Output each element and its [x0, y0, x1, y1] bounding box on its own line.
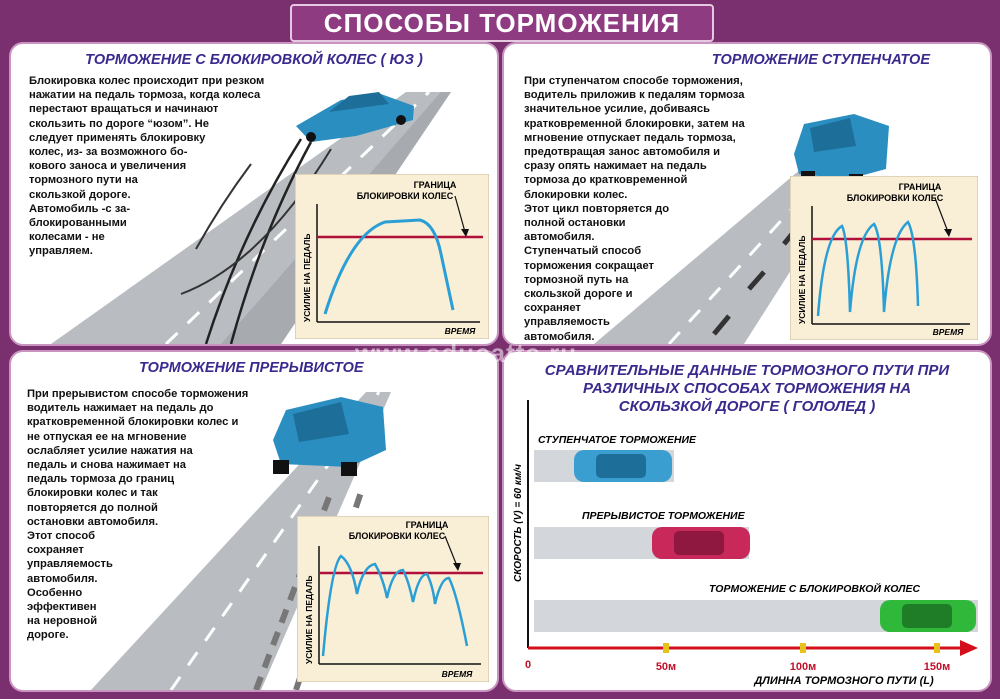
- car-icon: [296, 92, 414, 142]
- tick-150m: 150м: [924, 661, 951, 673]
- panel-title: ТОРМОЖЕНИЕ ПРЕРЫВИСТОЕ: [139, 360, 364, 376]
- y-axis-label: УСИЛИЕ НА ПЕДАЛЬ: [302, 234, 312, 322]
- panel-comparison: СРАВНИТЕЛЬНЫЕ ДАННЫЕ ТОРМОЗНОГО ПУТИ ПРИ…: [502, 350, 992, 692]
- bar-label-pulse: ПРЕРЫВИСТОЕ ТОРМОЖЕНИЕ: [582, 510, 746, 522]
- bar-label-lock: ТОРМОЖЕНИЕ С БЛОКИРОВКОЙ КОЛЕС: [709, 582, 920, 595]
- car-icon: [273, 397, 386, 476]
- pedal-force-graph: ГРАНИЦА БЛОКИРОВКИ КОЛЕС УСИЛИЕ НА ПЕДАЛ…: [297, 516, 489, 682]
- panel-title: ТОРМОЖЕНИЕ СТУПЕНЧАТОЕ: [711, 52, 930, 68]
- panel-description: При прерывистом способе торможения водит…: [27, 388, 249, 642]
- panel-pulse-braking: ТОРМОЖЕНИЕ ПРЕРЫВИСТОЕ При прерывистом с…: [9, 350, 499, 692]
- boundary-label-1: ГРАНИЦА: [414, 180, 457, 190]
- pedal-force-graph: ГРАНИЦА БЛОКИРОВКИ КОЛЕС УСИЛИЕ НА ПЕДАЛ…: [295, 174, 489, 339]
- boundary-label-2: БЛОКИРОВКИ КОЛЕС: [357, 191, 454, 201]
- y-axis-label: УСИЛИЕ НА ПЕДАЛЬ: [304, 576, 314, 664]
- panel-step-braking: ТОРМОЖЕНИЕ СТУПЕНЧАТОЕ При ступенчатом с…: [502, 42, 992, 346]
- car-icon: [574, 450, 672, 482]
- panel-description: При ступенчатом способе торможения, води…: [524, 75, 745, 343]
- page-title: СПОСОБЫ ТОРМОЖЕНИЯ: [290, 4, 714, 42]
- car-icon: [880, 600, 976, 632]
- boundary-label-1: ГРАНИЦА: [899, 182, 942, 192]
- boundary-label-2: БЛОКИРОВКИ КОЛЕС: [349, 531, 446, 541]
- tick-0: 0: [525, 659, 531, 671]
- panel-description: Блокировка колес происходит при резком н…: [29, 75, 265, 258]
- watermark: www.educatte.ru: [355, 338, 578, 368]
- x-axis-label: ВРЕМЯ: [445, 326, 477, 336]
- y-axis-label: УСИЛИЕ НА ПЕДАЛЬ: [797, 236, 807, 324]
- car-icon: [794, 114, 889, 186]
- x-axis-label: ВРЕМЯ: [933, 327, 965, 337]
- x-axis-label: ДЛИННА ТОРМОЗНОГО ПУТИ (L): [753, 675, 934, 687]
- boundary-label-1: ГРАНИЦА: [406, 520, 449, 530]
- braking-distance-chart: СКОРОСТЬ (V) = 60 км/ч 0 50м 100м 150м Д…: [513, 400, 978, 687]
- axis-arrow-icon: [960, 640, 978, 656]
- tick-100m: 100м: [790, 661, 817, 673]
- x-axis-label: ВРЕМЯ: [442, 669, 474, 679]
- road-illustration: [51, 90, 451, 344]
- car-icon: [652, 527, 750, 559]
- comparison-title-line-1: СРАВНИТЕЛЬНЫЕ ДАННЫЕ ТОРМОЗНОГО ПУТИ ПРИ: [544, 362, 950, 379]
- panel-title: ТОРМОЖЕНИЕ С БЛОКИРОВКОЙ КОЛЕС ( ЮЗ ): [85, 52, 423, 68]
- y-axis-label: СКОРОСТЬ (V) = 60 км/ч: [513, 464, 524, 582]
- tick-50m: 50м: [656, 661, 676, 673]
- panel-lock-braking: ТОРМОЖЕНИЕ С БЛОКИРОВКОЙ КОЛЕС ( ЮЗ ) Бл…: [9, 42, 499, 346]
- bar-label-step: СТУПЕНЧАТОЕ ТОРМОЖЕНИЕ: [538, 434, 697, 446]
- pedal-force-graph: ГРАНИЦА БЛОКИРОВКИ КОЛЕС УСИЛИЕ НА ПЕДАЛ…: [790, 176, 978, 340]
- comparison-title-line-2: РАЗЛИЧНЫХ СПОСОБАХ ТОРМОЖЕНИЯ НА: [582, 380, 912, 397]
- boundary-label-2: БЛОКИРОВКИ КОЛЕС: [847, 193, 944, 203]
- comparison-title-line-3: СКОЛЬЗКОЙ ДОРОГЕ ( ГОЛОЛЕД ): [618, 398, 876, 415]
